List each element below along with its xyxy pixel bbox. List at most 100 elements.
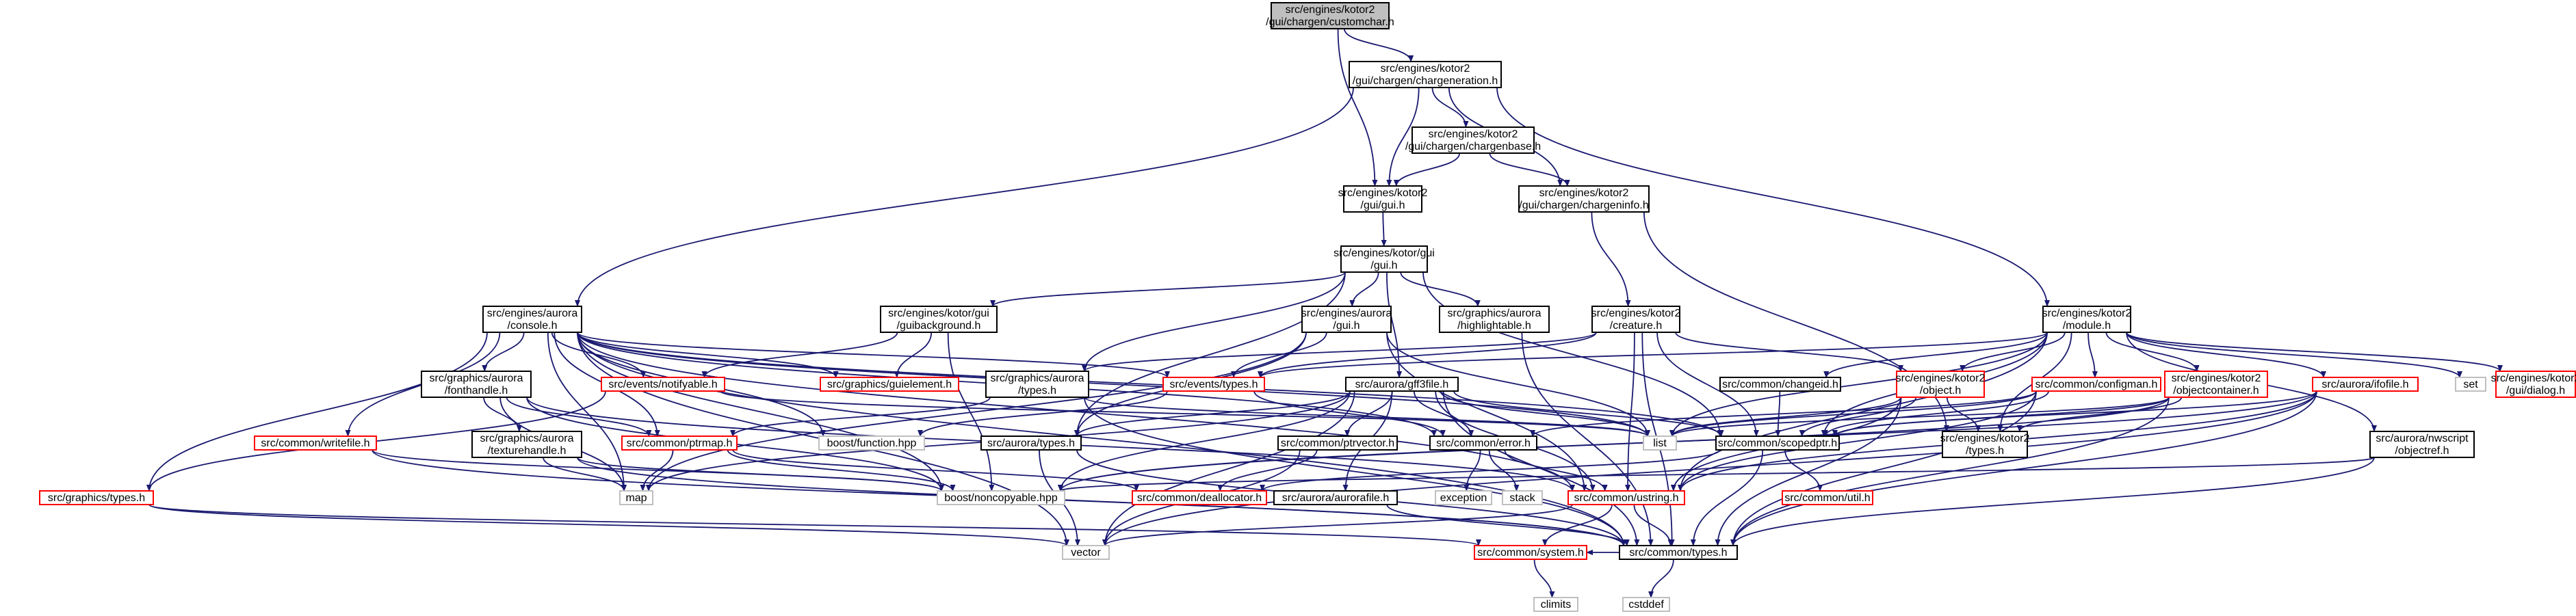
node-chargeninfo[interactable]: src/engines/kotor2/gui/chargen/chargenin… [1518,185,1650,213]
edge-kotorgui-to-highlightable [1400,271,1481,307]
edge-gff3file-to-vector [1102,390,1355,546]
node-label-aurorafile-0: src/aurora/aurorafile.h [1282,492,1390,504]
node-stack[interactable]: stack [1502,490,1543,505]
node-cstddef[interactable]: cstddef [1622,597,1670,612]
node-label-scopedptr-0: src/common/scopedptr.h [1718,438,1837,449]
edge-customchar-to-kgui [1337,28,1378,187]
node-label-highlightable-0: src/graphics/aurora [1448,308,1541,319]
node-deallocator[interactable]: src/common/deallocator.h [1132,490,1267,505]
node-console[interactable]: src/engines/aurora/console.h [482,306,582,333]
node-auroragui[interactable]: src/engines/aurora/gui.h [1301,306,1392,333]
node-ustring[interactable]: src/common/ustring.h [1567,490,1685,505]
node-ktypes[interactable]: src/engines/kotor2/types.h [1940,431,2030,458]
edge-configman-to-ctypes [1730,390,2037,546]
node-label-configman-0: src/common/configman.h [2035,379,2158,390]
node-chargeneration[interactable]: src/engines/kotor2/gui/chargen/chargener… [1349,61,1502,88]
node-gatypes[interactable]: src/graphics/aurora/types.h [985,371,1089,398]
node-kotorgui[interactable]: src/engines/kotor/gui/gui.h [1333,245,1435,273]
node-texturehandle[interactable]: src/graphics/aurora/texturehandle.h [471,431,582,458]
node-scopedptr[interactable]: src/common/scopedptr.h [1715,436,1840,451]
node-climits[interactable]: climits [1533,597,1578,612]
node-list[interactable]: list [1643,436,1677,451]
node-objectcontainer[interactable]: src/engines/kotor2/objectcontainer.h [2164,371,2268,398]
node-highlightable[interactable]: src/graphics/aurora/highlightable.h [1439,306,1550,333]
node-box-boostfunction [818,436,925,451]
node-customchar: src/engines/kotor2/gui/chargen/customcha… [1266,2,1394,29]
edge-gff3file-to-noncopyable [1058,390,1351,492]
node-evtypes[interactable]: src/events/types.h [1162,377,1265,392]
node-creature[interactable]: src/engines/kotor2/creature.h [1591,306,1681,333]
node-nwscript[interactable]: src/aurora/nwscript/objectref.h [2369,431,2475,458]
node-configman[interactable]: src/common/configman.h [2031,377,2161,392]
node-fonthandle[interactable]: src/graphics/aurora/fonthandle.h [421,371,532,398]
node-label-fonthandle-0: src/graphics/aurora [430,373,523,384]
node-label-texturehandle-1: /texturehandle.h [488,445,567,457]
node-label-error-0: src/common/error.h [1436,438,1531,449]
node-label-console-1: /console.h [508,320,558,332]
node-auroratypes[interactable]: src/aurora/types.h [980,436,1082,451]
node-box-guidialog [2495,371,2576,398]
node-label-texturehandle-0: src/graphics/aurora [480,433,574,444]
node-gff3file[interactable]: src/aurora/gff3file.h [1345,377,1459,392]
edge-console-to-map [547,332,627,492]
node-label-graphicstypes-0: src/graphics/types.h [48,492,145,504]
edge-configman-to-ustring [1678,390,2037,492]
node-system[interactable]: src/common/system.h [1474,545,1587,560]
node-box-ptrmap [621,436,738,451]
node-box-graphicstypes [39,490,154,505]
node-label-stack-0: stack [1509,492,1535,504]
edge-guibackground-to-notifyable [701,332,898,378]
node-label-console-0: src/engines/aurora [487,308,578,319]
node-map[interactable]: map [619,490,653,505]
edge-aurorafile-to-ctypes [1386,504,1630,546]
node-noncopyable[interactable]: boost/noncopyable.hpp [937,490,1065,505]
node-guielement[interactable]: src/graphics/guielement.h [820,377,959,392]
node-box-console [482,306,582,333]
edge-configman-to-list [1669,390,2037,437]
node-util[interactable]: src/common/util.h [1782,490,1873,505]
edge-auroragui-to-ustring [1386,332,1587,492]
edge-module-to-list [1669,332,2048,437]
node-chargenbase[interactable]: src/engines/kotor2/gui/chargen/chargenba… [1405,126,1541,154]
node-changeid[interactable]: src/common/changeid.h [1719,377,1841,392]
node-label-guibackground-0: src/engines/kotor/gui [888,308,989,319]
node-label-cstddef-0: cstddef [1628,599,1664,611]
node-set[interactable]: set [2455,377,2486,392]
node-box-chargeneration [1349,61,1502,88]
node-writefile[interactable]: src/common/writefile.h [254,436,377,451]
edge-console-to-ctypes [577,332,1626,546]
node-aurorafile[interactable]: src/aurora/aurorafile.h [1273,490,1398,505]
node-box-fonthandle [421,371,532,398]
node-graphicstypes[interactable]: src/graphics/types.h [39,490,154,505]
node-module[interactable]: src/engines/kotor2/module.h [2042,306,2132,333]
edge-highlightable-to-ctypes [1521,332,1654,546]
node-label-guidialog-1: /gui/dialog.h [2506,385,2565,397]
node-box-kobject [1896,371,1985,398]
node-box-customchar [1271,2,1390,29]
node-label-changeid-0: src/common/changeid.h [1722,379,1838,390]
edge-gff3file-to-error [1413,390,1474,437]
node-exception[interactable]: exception [1435,490,1492,505]
node-kgui[interactable]: src/engines/kotor2/gui/gui.h [1338,185,1428,213]
edge-ustring-to-system [1542,504,1613,546]
node-label-objectcontainer-0: src/engines/kotor2 [2172,373,2261,384]
node-ptrvector[interactable]: src/common/ptrvector.h [1277,436,1398,451]
node-label-set-0: set [2463,379,2478,390]
node-kobject[interactable]: src/engines/kotor2/object.h [1896,371,1986,398]
node-vector[interactable]: vector [1062,545,1110,560]
node-ctypes[interactable]: src/common/types.h [1619,545,1738,560]
node-ifofile[interactable]: src/aurora/ifofile.h [2312,377,2419,392]
node-error[interactable]: src/common/error.h [1429,436,1537,451]
edge-error-to-ustring [1504,449,1608,492]
node-label-noncopyable-0: boost/noncopyable.hpp [944,492,1058,504]
node-boostfunction[interactable]: boost/function.hpp [818,436,925,451]
node-notifyable[interactable]: src/events/notifyable.h [601,377,725,392]
node-label-customchar-1: /gui/chargen/customchar.h [1266,16,1394,28]
node-guibackground[interactable]: src/engines/kotor/gui/guibackground.h [880,306,998,333]
edge-ptrmap-to-noncopyable [727,449,956,492]
edge-nwscript-to-ctypes [1730,457,2375,546]
node-guidialog[interactable]: src/engines/kotor2/gui/dialog.h [2491,371,2576,398]
node-ptrmap[interactable]: src/common/ptrmap.h [621,436,738,451]
node-box-creature [1591,306,1680,333]
edge-kobject-to-scopedptr [1799,397,1917,437]
